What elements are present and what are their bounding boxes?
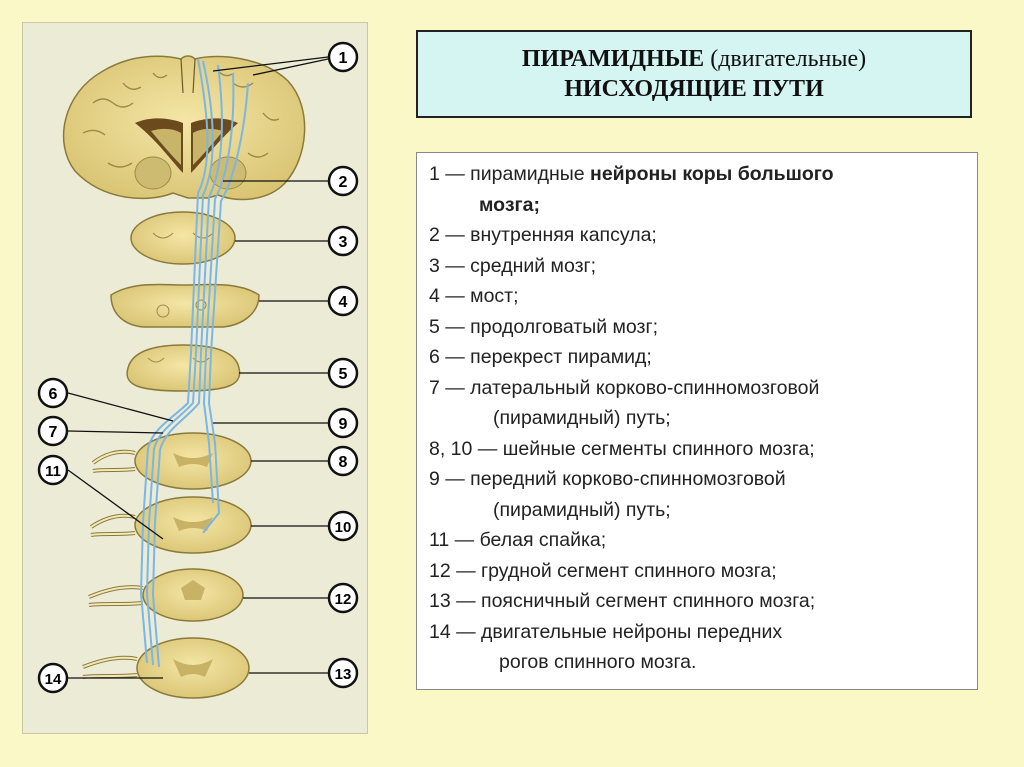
legend-item-3: 3 — средний мозг; [429, 254, 597, 277]
callout-9: 9 [327, 407, 359, 439]
callout-12: 12 [327, 582, 359, 614]
legend-item-7: 7 — латеральный корково-спинномозговой [429, 376, 820, 399]
midbrain-section [130, 211, 236, 265]
page-title: ПИРАМИДНЫЕ (двигательные) НИСХОДЯЩИЕ ПУТ… [416, 30, 972, 118]
pyramidal-tract-diagram: 1 2 3 4 5 6 7 9 8 11 10 12 14 13 [37, 41, 359, 699]
legend-item-14: 14 — двигательные нейроны передних [429, 620, 783, 643]
callout-label: 5 [339, 366, 348, 383]
callout-label: 7 [49, 424, 58, 441]
pyramidal-pathway-fibers [139, 58, 249, 668]
callout-7: 7 [37, 415, 69, 447]
legend-item-9: 9 — передний корково-спинномозговой [429, 468, 786, 490]
legend-item-6: 6 — перекрест пирамид; [429, 346, 652, 368]
legend-item-14-cont: рогов спинного мозга. [499, 651, 697, 673]
callout-6: 6 [37, 377, 69, 409]
callout-label: 1 [339, 50, 348, 67]
callout-4: 4 [327, 285, 359, 317]
legend-item-8-10: 8, 10 — шейные сегменты спинного мозга; [429, 437, 815, 460]
legend-item-4: 4 — мост; [429, 285, 519, 307]
callout-label: 10 [335, 519, 352, 536]
legend-item-1-cont: мозга; [429, 190, 977, 221]
cervical-segment-upper [91, 432, 252, 490]
callout-14: 14 [37, 662, 69, 694]
callout-leader-lines [67, 56, 329, 679]
brain-coronal-section [62, 55, 306, 201]
cervical-segment-lower [89, 496, 252, 554]
title-main: ПИРАМИДНЫЕ [521, 46, 705, 72]
legend-item-9-cont: (пирамидный) путь; [493, 498, 671, 521]
legend-text-bold: мозга; [479, 193, 540, 216]
callout-label: 4 [339, 294, 348, 311]
callout-label: 9 [339, 416, 348, 433]
title-line-1: ПИРАМИДНЫЕ (двигательные) [522, 44, 866, 74]
callout-label: 13 [335, 666, 352, 683]
legend-item-13: 13 — поясничный сегмент спинного мозга; [429, 590, 816, 612]
callout-10: 10 [327, 510, 359, 542]
callout-8: 8 [327, 445, 359, 477]
callout-label: 11 [45, 463, 61, 480]
lumbar-segment [82, 637, 250, 699]
callout-label: 12 [335, 591, 352, 608]
legend-item-11: 11 — белая спайка; [429, 529, 607, 551]
callout-label: 8 [339, 454, 348, 471]
callout-1: 1 [327, 41, 359, 73]
legend-item-5: 5 — продолговатый мозг; [429, 315, 659, 338]
thoracic-segment [88, 568, 244, 622]
callout-label: 2 [339, 174, 348, 191]
legend-item-12: 12 — грудной сегмент спинного мозга; [429, 559, 777, 582]
pons-section [110, 283, 260, 328]
medulla-section [126, 344, 241, 392]
title-subtitle: (двигательные) [710, 46, 867, 72]
legend-text-bold: нейроны коры большого [590, 163, 834, 185]
legend-item-7-cont: (пирамидный) путь; [493, 407, 671, 429]
legend-item-1: 1 — пирамидные нейроны коры большого [429, 159, 977, 190]
legend-item-2: 2 — внутренняя капсула; [429, 224, 657, 246]
callout-label: 3 [339, 234, 348, 251]
title-line-2: НИСХОДЯЩИЕ ПУТИ [564, 76, 824, 102]
anatomy-figure: 1 2 3 4 5 6 7 9 8 11 10 12 14 13 [22, 22, 368, 734]
legend-text: 1 — пирамидные [429, 163, 591, 185]
legend-panel: 1 — пирамидные нейроны коры большого моз… [416, 152, 978, 690]
callout-5: 5 [327, 357, 359, 389]
callout-label: 14 [45, 671, 62, 688]
callout-13: 13 [327, 657, 359, 689]
callout-3: 3 [327, 225, 359, 257]
callout-label: 6 [49, 386, 58, 403]
callout-2: 2 [327, 165, 359, 197]
callout-11: 11 [37, 454, 69, 486]
